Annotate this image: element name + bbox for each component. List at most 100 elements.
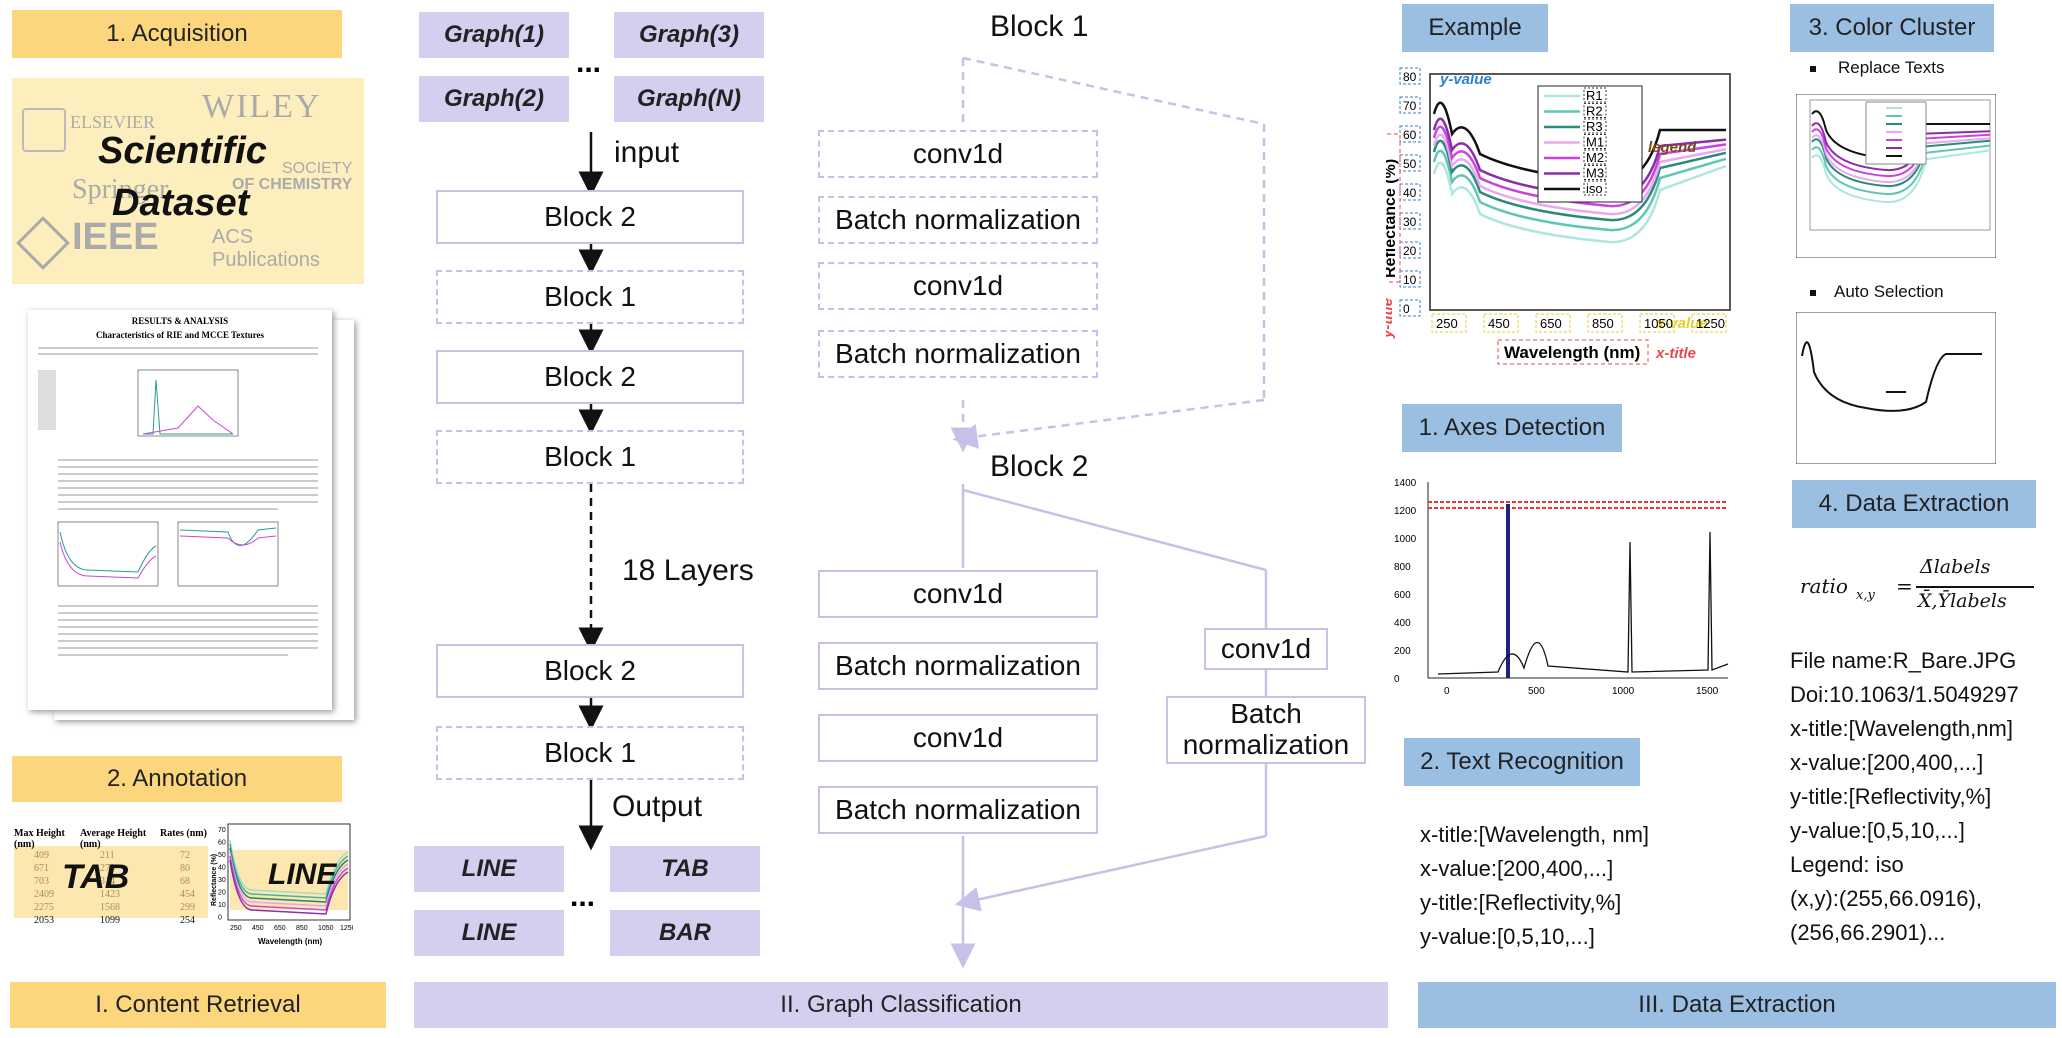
xtick-box	[1535, 313, 1571, 333]
example-ytick: 50	[1403, 157, 1417, 171]
text-recognition-line-1: x-title:[Wavelength, nm]	[1420, 822, 1650, 847]
table-header: Average Height (nm)	[80, 828, 147, 850]
output-label: Output	[612, 790, 703, 823]
replace-bullet	[1810, 66, 1816, 72]
example-ytick: 40	[1403, 186, 1417, 200]
example-ylabel: Reflectance (%)	[1386, 159, 1399, 278]
mini-xlabel: Wavelength (nm)	[258, 937, 322, 946]
legend-text-box	[1583, 103, 1607, 118]
mini-xtick: 250	[230, 925, 242, 932]
formula-denominator: X̄,Ȳlabels	[1918, 590, 2007, 612]
left-block-5: Block 2	[436, 644, 744, 698]
annotation-table: Max Height (nm)Average Height (nm)Rates …	[10, 826, 210, 932]
extraction-result-line: y-title:[Reflectivity,%]	[1790, 784, 1992, 809]
axes-signal-line	[1437, 531, 1729, 675]
legend-text: M1	[1586, 135, 1604, 150]
axes-xtick: 0	[1444, 686, 1450, 697]
mini-series-line	[229, 851, 349, 907]
table-cell: 2409	[34, 889, 54, 900]
text-recognition-line-2: x-value:[200,400,...]	[1420, 856, 1614, 881]
mini-series-line	[229, 843, 349, 899]
cluster-series-line	[1811, 149, 1991, 204]
content-retrieval-footer: I. Content Retrieval	[10, 982, 386, 1028]
shortcut-conv1d: conv1d	[1204, 628, 1328, 670]
output-ellipsis: ...	[570, 880, 596, 913]
legend-text: R2	[1586, 104, 1603, 119]
table-cell: 409	[34, 850, 49, 861]
table-cell: 671	[34, 863, 49, 874]
annotation-header: 2. Annotation	[12, 756, 342, 802]
table-cell: 254	[180, 915, 195, 926]
table-header: Rates (nm)	[160, 828, 207, 839]
block1-conv1d-2: conv1d	[818, 262, 1098, 310]
axes-ytick: 200	[1394, 646, 1411, 657]
table-cell: 270	[100, 863, 115, 874]
rsc-text-2: OF CHEMISTRY	[232, 176, 353, 193]
example-series-line	[1432, 139, 1727, 222]
axes-xtick: 1000	[1612, 686, 1635, 697]
color-cluster-chart	[1796, 94, 1996, 258]
data-extraction-step-header: 4. Data Extraction	[1792, 480, 2036, 528]
example-xtick: 450	[1488, 316, 1510, 331]
layers-label: 18 Layers	[622, 554, 754, 587]
auto-selection-label: Auto Selection	[1834, 282, 1944, 301]
ytick-box	[1399, 212, 1421, 230]
example-chart: R1R2R3M1M2M3isolegendy-valuex-value80706…	[1386, 67, 1731, 365]
cluster-series-line	[1811, 144, 1991, 196]
mini-ytick: 50	[218, 852, 226, 859]
legend-text-box	[1583, 180, 1607, 196]
mini-ytick: 20	[218, 890, 226, 897]
block2-conv1d-1: conv1d	[818, 570, 1098, 618]
graph-n: Graph(N)	[614, 76, 764, 122]
example-series-line	[1432, 149, 1727, 232]
legend-text: iso	[1586, 181, 1603, 196]
color-cluster-header: 3. Color Cluster	[1790, 4, 1994, 52]
table-cell: 1568	[100, 902, 120, 913]
block2-bn-2: Batch normalization	[818, 786, 1098, 834]
xtick-box	[1431, 313, 1467, 333]
axes-ytick: 800	[1394, 562, 1411, 573]
block1-title: Block 1	[990, 10, 1089, 43]
axes-xtick: 1500	[1696, 686, 1719, 697]
acs-text: ACS Publications	[212, 226, 320, 271]
line-label: LINE	[268, 858, 337, 891]
rsc-text-1: SOCIETY	[282, 160, 353, 177]
example-ytick: 70	[1403, 99, 1417, 113]
mini-series-line	[229, 847, 349, 903]
example-xlabel: Wavelength (nm)	[1504, 343, 1640, 362]
xtick-box	[1691, 313, 1727, 333]
axes-ytick: 400	[1394, 618, 1411, 629]
axes-xtick: 500	[1528, 686, 1545, 697]
cluster-plot-area	[1809, 99, 1991, 231]
example-frame	[1429, 73, 1731, 311]
auto-selected-line	[1801, 341, 1982, 412]
left-block-4: Block 1	[436, 430, 744, 484]
legend-text: R3	[1586, 119, 1603, 134]
extraction-result-line: (256,66.2901)...	[1790, 920, 1946, 945]
table-cell: 2275	[34, 902, 54, 913]
table-cell: 703	[34, 876, 49, 887]
mini-xtick: 850	[296, 925, 308, 932]
auto-frame	[1796, 312, 1996, 464]
axes-ytick: 1400	[1394, 478, 1417, 489]
legend-text-box	[1583, 87, 1607, 103]
data-extraction-footer: III. Data Extraction	[1418, 982, 2056, 1028]
text-recognition-line-3: y-title:[Reflectivity,%]	[1420, 890, 1622, 915]
legend-text: M3	[1586, 166, 1604, 181]
extraction-result-line: File name:R_Bare.JPG	[1790, 648, 2017, 673]
formula-lhs: ratio	[1800, 574, 1848, 598]
block2-title: Block 2	[990, 450, 1089, 483]
xtick-box	[1639, 313, 1675, 333]
ylabel-box	[1386, 133, 1401, 283]
ratio-formula: ratio x,y = Δ̄labels X̄,Ȳlabels	[1800, 554, 2040, 620]
mini-ytick: 60	[218, 840, 226, 847]
axes-ytick: 1200	[1394, 506, 1417, 517]
graph-1: Graph(1)	[419, 12, 569, 58]
tab-label: TAB	[62, 858, 130, 896]
auto-bullet	[1810, 290, 1816, 296]
paper-page-front: RESULTS & ANALYSIS Characteristics of RI…	[28, 310, 332, 710]
cluster-series-line	[1811, 134, 1991, 184]
graph-ellipsis: ...	[576, 46, 602, 79]
